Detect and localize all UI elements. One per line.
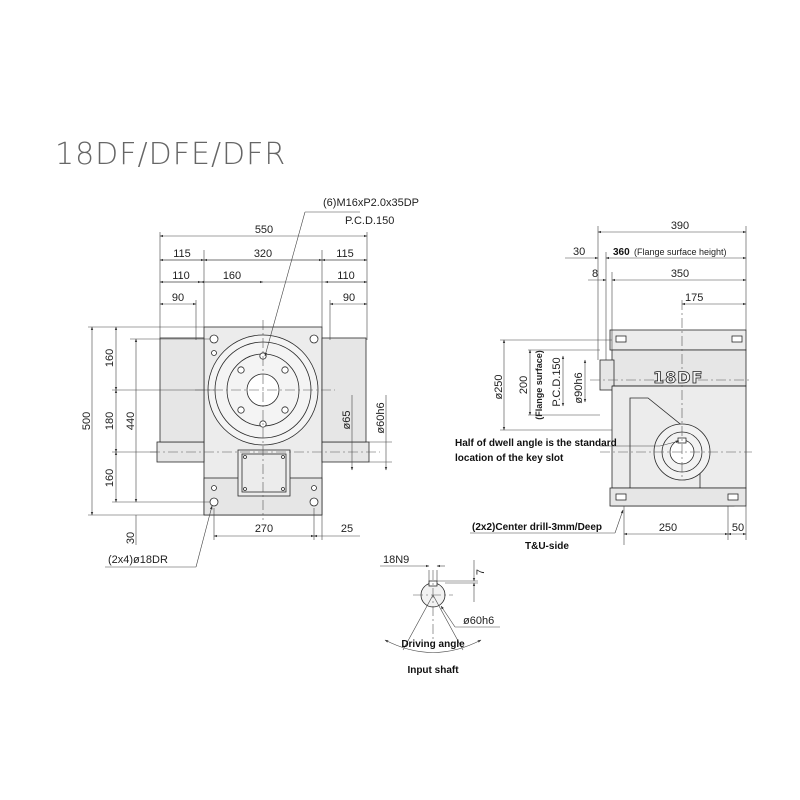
drawing-title: 18DF/DFE/DFR bbox=[55, 137, 286, 172]
dim-360-note: (Flange surface height) bbox=[634, 247, 727, 257]
mounting-hole bbox=[209, 497, 219, 507]
driving-angle-label: Driving angle bbox=[401, 639, 465, 650]
plate-slot bbox=[731, 335, 743, 343]
dim-110-left: 110 bbox=[172, 270, 190, 282]
dim-115-right: 115 bbox=[336, 248, 354, 260]
dim-175: 175 bbox=[685, 292, 703, 304]
dim-440: 440 bbox=[125, 412, 137, 430]
mounting-hole bbox=[311, 485, 317, 491]
flange-bolt-hole bbox=[281, 366, 289, 374]
mounting-hole bbox=[209, 334, 219, 344]
dim-50: 50 bbox=[732, 522, 744, 534]
dim-phi60h6: ø60h6 bbox=[375, 402, 387, 433]
dim-18N9: 18N9 bbox=[383, 554, 409, 566]
dim-250: 250 bbox=[659, 522, 677, 534]
dim-200: 200 bbox=[518, 376, 530, 394]
key-note-line2: location of the key slot bbox=[455, 453, 564, 464]
dim-360-value: 360 bbox=[613, 247, 630, 258]
dim-flange-surface: (Flange surface) bbox=[534, 350, 544, 420]
dim-350: 350 bbox=[671, 268, 689, 280]
flange-bolt-hole bbox=[237, 366, 245, 374]
dim-7: 7 bbox=[475, 569, 487, 575]
hole-note: (2x4)ø18DR bbox=[108, 554, 168, 566]
flange-bolt-hole bbox=[237, 406, 245, 414]
side-label: T&U-side bbox=[525, 541, 569, 552]
dim-25: 25 bbox=[341, 523, 353, 535]
dim-30: 30 bbox=[125, 532, 137, 544]
top-flange-plate bbox=[609, 329, 747, 351]
base-slot bbox=[615, 493, 627, 501]
input-shaft-caption: Input shaft bbox=[407, 665, 459, 676]
dim-phi65: ø65 bbox=[341, 411, 353, 430]
dim-pcd150: P.C.D.150 bbox=[551, 357, 563, 406]
plate-slot bbox=[615, 335, 627, 343]
center-drill-note: (2x2)Center drill-3mm/Deep bbox=[472, 522, 602, 533]
dim-500: 500 bbox=[81, 412, 93, 430]
dim-115-left: 115 bbox=[173, 248, 191, 260]
dim-550: 550 bbox=[255, 224, 273, 236]
side-base bbox=[609, 487, 747, 507]
dim-110-right: 110 bbox=[337, 270, 355, 282]
mount-note-line2: P.C.D.150 bbox=[345, 215, 394, 227]
key-note-line1: Half of dwell angle is the standard bbox=[455, 438, 617, 449]
dim-90-left: 90 bbox=[172, 292, 184, 304]
dim-320: 320 bbox=[254, 248, 272, 260]
dim-180: 180 bbox=[104, 412, 116, 430]
cover-screw bbox=[243, 487, 247, 491]
mounting-hole bbox=[211, 485, 217, 491]
dim-phi250: ø250 bbox=[493, 374, 505, 399]
mount-note-line1: (6)M16xP2.0x35DP bbox=[323, 197, 419, 209]
dim-160-lower: 160 bbox=[104, 469, 116, 487]
output-spigot bbox=[599, 359, 615, 391]
base-slot bbox=[727, 493, 739, 501]
dim-8: 8 bbox=[592, 268, 598, 280]
cover-plate-inner bbox=[241, 453, 287, 493]
model-emboss: 18DF bbox=[653, 368, 703, 387]
dim-30-side: 30 bbox=[573, 246, 585, 258]
dim-390: 390 bbox=[671, 220, 689, 232]
cover-screw bbox=[281, 487, 285, 491]
dim-160-upper: 160 bbox=[104, 349, 116, 367]
mounting-hole bbox=[309, 497, 319, 507]
dim-phi60h6-shaft: ø60h6 bbox=[463, 615, 494, 627]
cover-screw bbox=[281, 455, 285, 459]
side-view: 18DF 390 30 360 (Flange surface height) … bbox=[455, 220, 752, 552]
dim-270: 270 bbox=[255, 523, 273, 535]
cover-screw bbox=[243, 455, 247, 459]
mounting-hole bbox=[309, 334, 319, 344]
dim-phi90h6: ø90h6 bbox=[573, 372, 585, 403]
flange-bolt-hole bbox=[281, 406, 289, 414]
mounting-hole bbox=[211, 350, 217, 356]
dim-160-top: 160 bbox=[223, 270, 241, 282]
input-shaft-detail: 18N9 7 ø60h6 Driving angle Input shaft bbox=[380, 554, 500, 676]
dim-90-right: 90 bbox=[343, 292, 355, 304]
front-view: 550 115 320 115 110 160 110 90 90 (6)M16… bbox=[81, 197, 419, 568]
